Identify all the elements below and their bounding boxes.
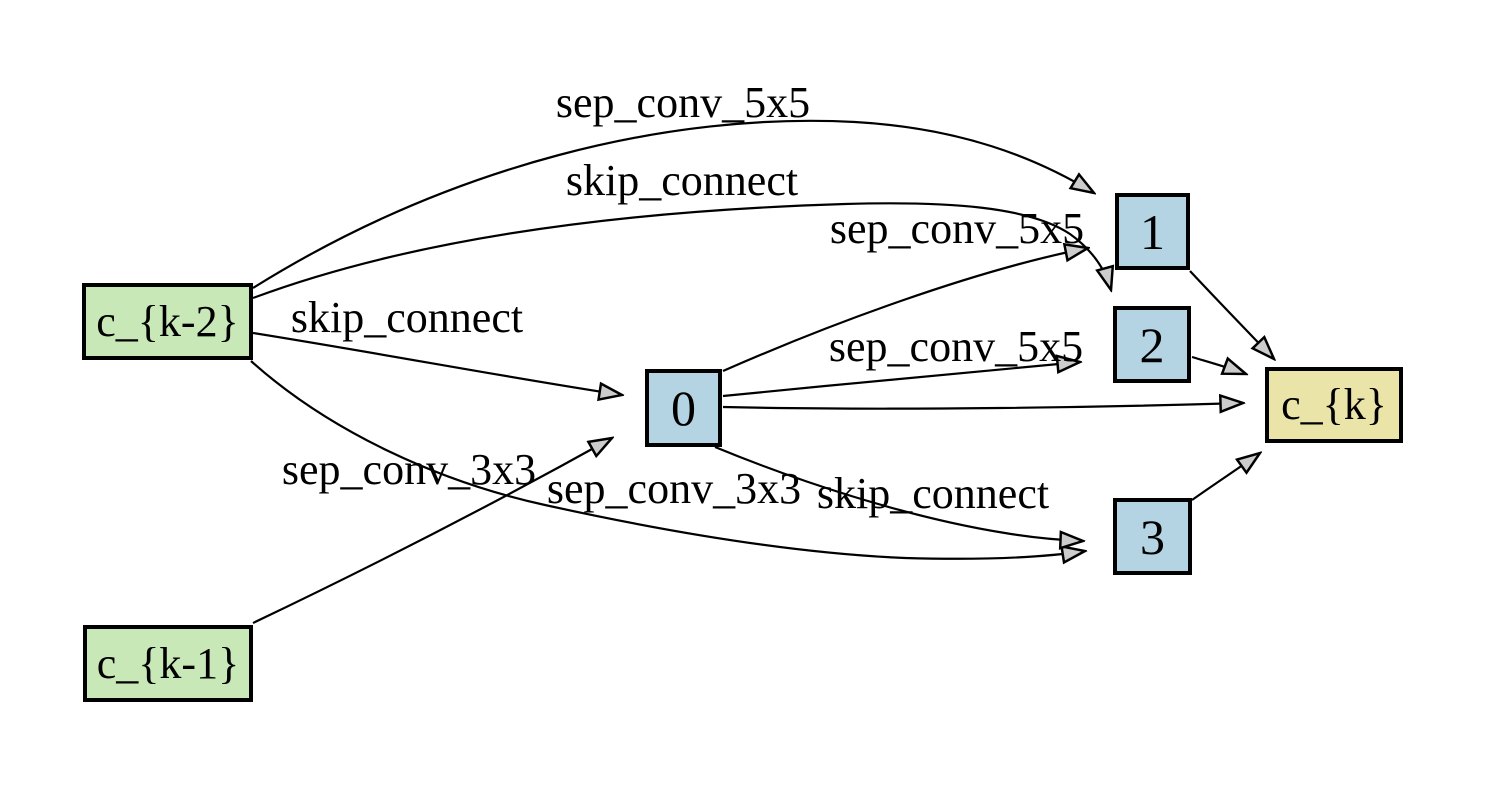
- node-2: 2: [1113, 306, 1191, 383]
- edge-0-to-1: [722, 248, 1088, 373]
- node-3: 3: [1113, 498, 1192, 575]
- node-0: 0: [645, 369, 722, 447]
- edge-ck2-to-3: [250, 360, 1085, 559]
- node-1: 1: [1115, 193, 1190, 270]
- edge-label-ck2-0: skip_connect: [290, 293, 524, 342]
- edge-0-to-3: [714, 445, 1083, 541]
- edge-1-to-ck: [1189, 270, 1274, 359]
- edge-3-to-ck: [1191, 453, 1260, 501]
- edge-ck2-to-0: [252, 331, 622, 395]
- node-c_k-1: c_{k-1}: [83, 625, 253, 702]
- edge-0-to-ck: [722, 403, 1243, 409]
- node-c_k: c_{k}: [1265, 367, 1403, 443]
- edge-label-0-3: skip_connect: [816, 469, 1050, 518]
- edge-ck1-to-0: [252, 438, 612, 624]
- edge-ck2-to-1: [252, 119, 1094, 289]
- edge-0-to-2: [722, 362, 1080, 398]
- node-c_k-2: c_{k-2}: [82, 283, 253, 360]
- edge-ck2-to-2: [252, 202, 1111, 300]
- edge-label-ck2-1: sep_conv_5x5: [555, 78, 811, 127]
- edge-label-ck2-2: skip_connect: [565, 156, 799, 205]
- edge-label-ck1-0: sep_conv_3x3: [281, 445, 537, 494]
- edge-label-ck2-3: sep_conv_3x3: [546, 464, 802, 513]
- edge-label-0-2: sep_conv_5x5: [828, 322, 1084, 371]
- edge-2-to-ck: [1191, 355, 1246, 374]
- edge-label-0-1: sep_conv_5x5: [829, 204, 1085, 253]
